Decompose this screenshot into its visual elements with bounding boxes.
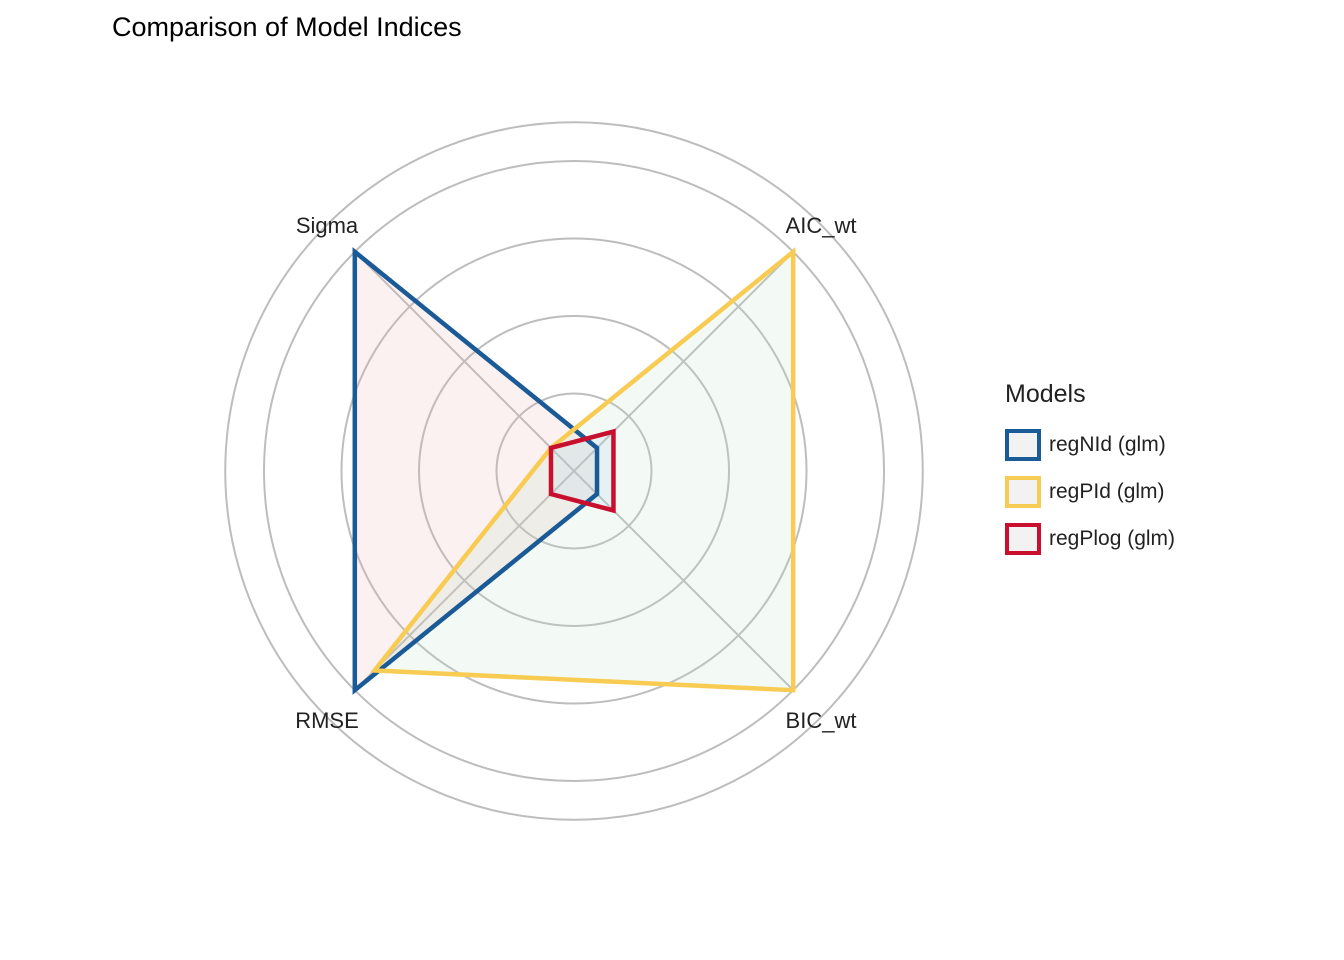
- legend-key: [1005, 428, 1041, 461]
- chart-title: Comparison of Model Indices: [112, 12, 462, 42]
- axis-label: Sigma: [296, 213, 359, 238]
- grid-circle: [495, 392, 653, 550]
- series-line: [370, 247, 796, 693]
- legend-item: regPId (glm): [1005, 468, 1175, 515]
- axis-label: AIC_wt: [786, 213, 857, 238]
- legend-label: regNId (glm): [1049, 432, 1166, 456]
- legend-title: Models: [1005, 380, 1086, 408]
- axis-spoke: [354, 251, 575, 472]
- series-line: [548, 428, 616, 514]
- series-fill: [374, 251, 794, 691]
- legend: Models regNId (glm) regPId (glm) regPlog (…: [1005, 380, 1175, 562]
- series-line: [352, 247, 600, 695]
- axis-spoke: [354, 470, 575, 691]
- series-fill: [354, 251, 598, 691]
- axis-label: BIC_wt: [786, 708, 857, 733]
- grid-circle: [340, 237, 808, 705]
- legend-key: [1005, 475, 1041, 508]
- legend-label: regPlog (glm): [1049, 526, 1176, 550]
- legend-item: regPlog (glm): [1005, 515, 1175, 562]
- legend-key: [1005, 522, 1041, 555]
- legend-label: regPId (glm): [1049, 479, 1165, 503]
- axis-label: RMSE: [295, 708, 359, 733]
- grid-circle: [418, 315, 730, 627]
- grid-circle: [263, 160, 885, 782]
- grid-circle: [224, 121, 924, 821]
- legend-item: regNId (glm): [1005, 421, 1175, 468]
